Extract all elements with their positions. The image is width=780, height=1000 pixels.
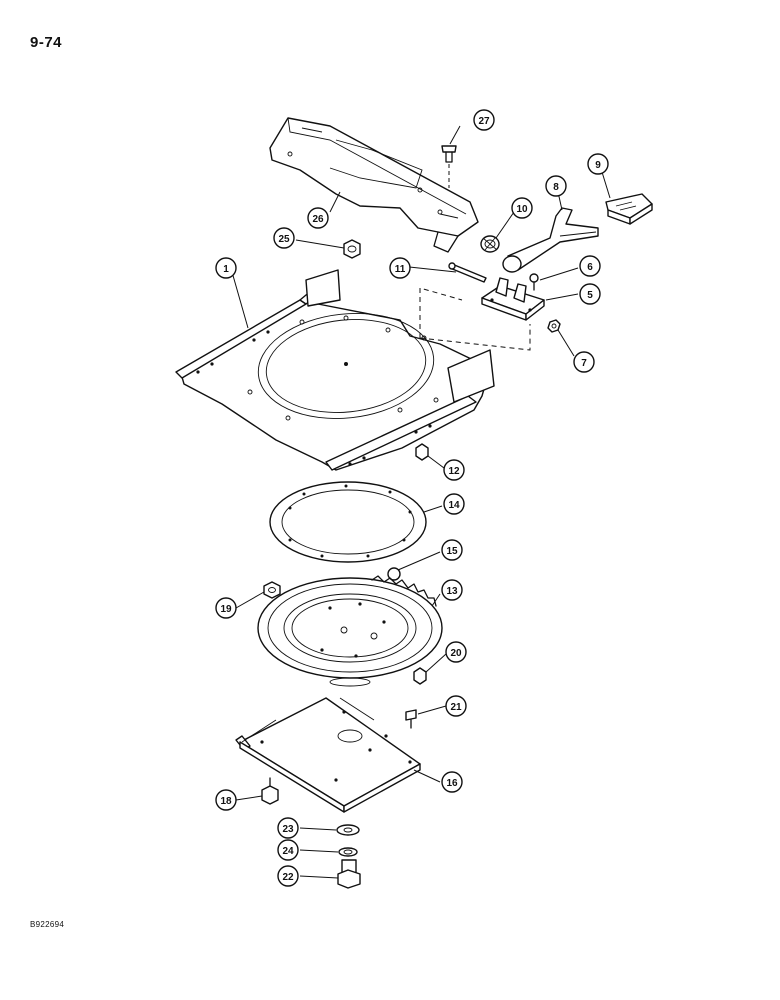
part-5-bracket	[481, 277, 545, 321]
part-15-ball	[387, 567, 401, 581]
part-18-bolt	[261, 777, 279, 805]
part-1-mounting-plate	[175, 269, 495, 471]
callout-9: 9	[587, 153, 609, 175]
callout-18: 18	[215, 789, 237, 811]
svg-text:15: 15	[446, 546, 458, 557]
svg-text:11: 11	[395, 264, 406, 275]
part-25-nut	[343, 239, 361, 259]
callout-27: 27	[473, 109, 495, 131]
part-9-knob	[605, 193, 653, 225]
callout-12: 12	[443, 459, 465, 481]
part-24-lock-washer	[338, 847, 358, 857]
svg-text:27: 27	[478, 116, 490, 127]
svg-text:6: 6	[587, 262, 593, 273]
svg-text:12: 12	[448, 466, 460, 477]
part-8-lever	[502, 207, 599, 273]
callout-14: 14	[443, 493, 465, 515]
callout-23: 23	[277, 817, 299, 839]
svg-text:25: 25	[278, 234, 290, 245]
callout-20: 20	[445, 641, 467, 663]
svg-text:14: 14	[448, 500, 460, 511]
part-10-spring	[480, 235, 500, 253]
part-12-nut	[415, 443, 429, 461]
page-number: 9-74	[30, 34, 63, 51]
svg-text:8: 8	[553, 182, 559, 193]
callout-7: 7	[573, 351, 595, 373]
callout-22: 22	[277, 865, 299, 887]
svg-text:22: 22	[282, 872, 294, 883]
leader-lines	[231, 125, 611, 879]
svg-text:9: 9	[595, 160, 601, 171]
document-code: B922694	[30, 920, 65, 929]
part-16-base-plate	[235, 697, 421, 813]
svg-text:21: 21	[450, 702, 462, 713]
part-26-seat-cover	[269, 117, 479, 253]
callout-16: 16	[441, 771, 463, 793]
callout-11: 11	[389, 257, 411, 279]
callout-13: 13	[441, 579, 463, 601]
svg-text:10: 10	[516, 204, 528, 215]
svg-text:1: 1	[223, 264, 229, 275]
svg-text:20: 20	[450, 648, 462, 659]
part-14-gasket	[269, 481, 427, 563]
svg-text:19: 19	[220, 604, 232, 615]
callout-26: 26	[307, 207, 329, 229]
callout-24: 24	[277, 839, 299, 861]
svg-text:18: 18	[220, 796, 232, 807]
callout-8: 8	[545, 175, 567, 197]
callout-25: 25	[273, 227, 295, 249]
svg-text:26: 26	[312, 214, 324, 225]
svg-text:5: 5	[587, 290, 593, 301]
part-20-bolt	[413, 667, 427, 685]
part-6-screw	[529, 273, 539, 291]
svg-text:16: 16	[446, 778, 458, 789]
part-21-bolt	[405, 709, 417, 729]
callout-1: 1	[215, 257, 237, 279]
part-23-washer	[336, 824, 360, 836]
callout-19: 19	[215, 597, 237, 619]
callout-15: 15	[441, 539, 463, 561]
part-19-nut	[263, 581, 281, 599]
callout-5: 5	[579, 283, 601, 305]
svg-text:7: 7	[581, 358, 587, 369]
part-27-bolt	[441, 145, 457, 188]
svg-text:24: 24	[282, 846, 294, 857]
part-13-turntable	[257, 575, 443, 687]
callout-10: 10	[511, 197, 533, 219]
svg-text:13: 13	[446, 586, 458, 597]
part-11-pin	[448, 262, 487, 283]
part-22-bolt	[337, 859, 361, 889]
svg-text:23: 23	[282, 824, 294, 835]
callout-21: 21	[445, 695, 467, 717]
callout-6: 6	[579, 255, 601, 277]
